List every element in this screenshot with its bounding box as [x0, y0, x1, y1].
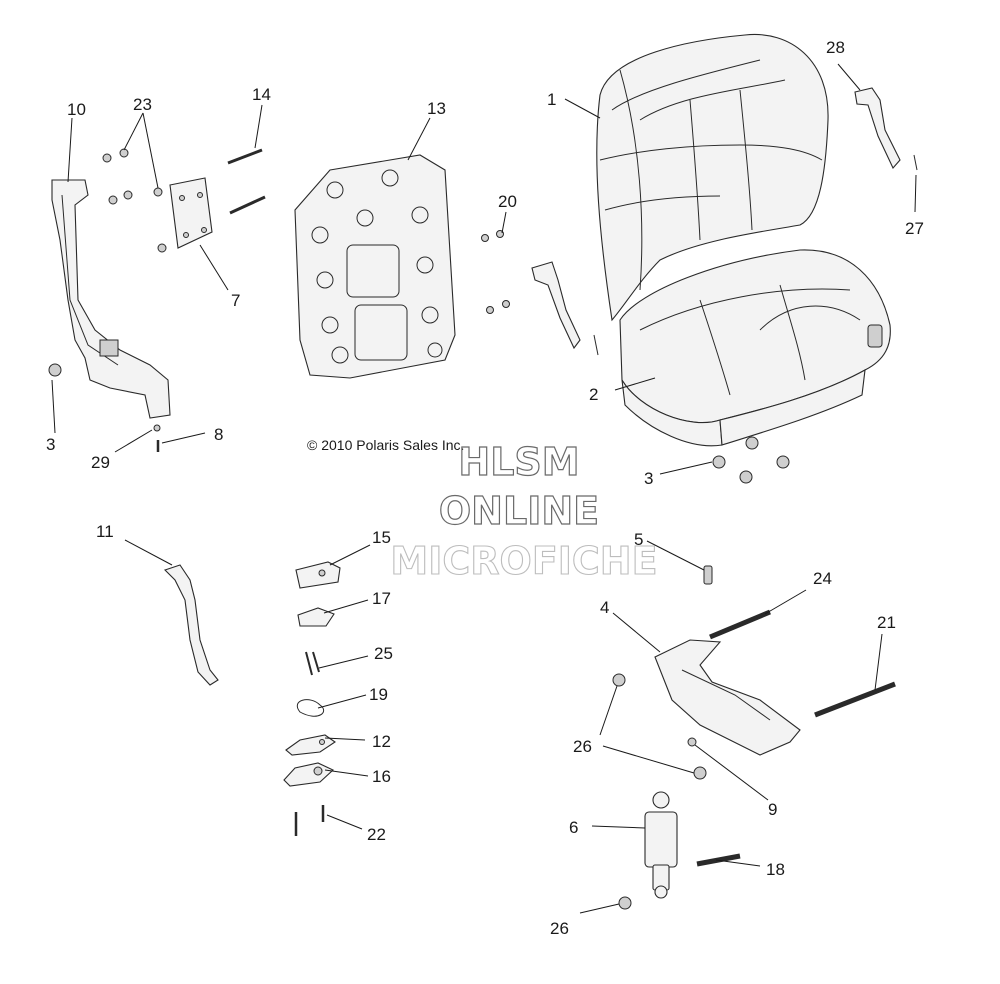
- callout-20: 20: [498, 192, 517, 211]
- callout-8: 8: [214, 425, 223, 444]
- spring-clip-part: [297, 699, 325, 717]
- callout-4: 4: [600, 598, 609, 617]
- callout-21: 21: [877, 613, 896, 632]
- strap-part: [531, 261, 599, 356]
- callout-26: 26: [573, 737, 592, 756]
- callout-24: 24: [813, 569, 832, 588]
- callout-19: 19: [369, 685, 388, 704]
- watermark-line-2: ONLINE: [439, 489, 599, 533]
- callout-10: 10: [67, 100, 86, 119]
- pivot-frame-part: [654, 639, 801, 756]
- bolt-part: [227, 148, 266, 215]
- latch-strap-part: [854, 87, 918, 171]
- callout-13: 13: [427, 99, 446, 118]
- latch-plate-part: [285, 734, 336, 756]
- seat-back-part: [596, 33, 829, 322]
- callout-17: 17: [372, 589, 391, 608]
- callout-29: 29: [91, 453, 110, 472]
- grommet-part: [712, 436, 790, 484]
- callout-7: 7: [231, 291, 240, 310]
- seat-plate-part: [294, 154, 456, 379]
- callout-6: 6: [569, 818, 578, 837]
- latch-part: [297, 607, 335, 627]
- callout-22: 22: [367, 825, 386, 844]
- callout-1: 1: [547, 90, 556, 109]
- shock-absorber-part: [644, 791, 678, 899]
- callout-labels: 1 2 3 3 4 5 6 7 8 9 10 11 12 13 14 15 16…: [46, 38, 924, 938]
- seat-bottom-part: [619, 249, 891, 447]
- pin-part: [305, 651, 320, 676]
- watermark-line-1: HLSM: [458, 440, 579, 484]
- callout-18: 18: [766, 860, 785, 879]
- callout-27: 27: [905, 219, 924, 238]
- mount-plate-part: [169, 177, 213, 249]
- screw-part-22: [294, 805, 325, 836]
- lock-nut-part: [612, 673, 707, 910]
- latch-housing-part: [283, 762, 334, 787]
- rod-part: [163, 564, 219, 686]
- callout-12: 12: [372, 732, 391, 751]
- long-bolt-part: [709, 609, 896, 718]
- callout-3-grommets: 3: [644, 469, 653, 488]
- callout-23: 23: [133, 95, 152, 114]
- knob-part: [295, 561, 341, 589]
- callout-25: 25: [374, 644, 393, 663]
- watermark-line-3: MICROFICHE: [390, 539, 657, 583]
- copyright-text: © 2010 Polaris Sales Inc.: [307, 437, 464, 453]
- callout-28: 28: [826, 38, 845, 57]
- watermark: HLSM ONLINE MICROFICHE: [390, 439, 658, 583]
- callout-16: 16: [372, 767, 391, 786]
- seat-bracket-part: [48, 179, 171, 419]
- callout-3: 3: [46, 435, 55, 454]
- callout-2: 2: [589, 385, 598, 404]
- nut-part: [102, 148, 167, 253]
- callout-5: 5: [634, 530, 643, 549]
- fitting-part: [703, 565, 713, 585]
- callout-9: 9: [768, 800, 777, 819]
- screw-part: [481, 230, 510, 314]
- leader-lines: [51, 63, 917, 914]
- callout-15: 15: [372, 528, 391, 547]
- callout-26-lower: 26: [550, 919, 569, 938]
- fastener-part: [153, 424, 161, 452]
- callout-14: 14: [252, 85, 271, 104]
- callout-11: 11: [96, 522, 114, 541]
